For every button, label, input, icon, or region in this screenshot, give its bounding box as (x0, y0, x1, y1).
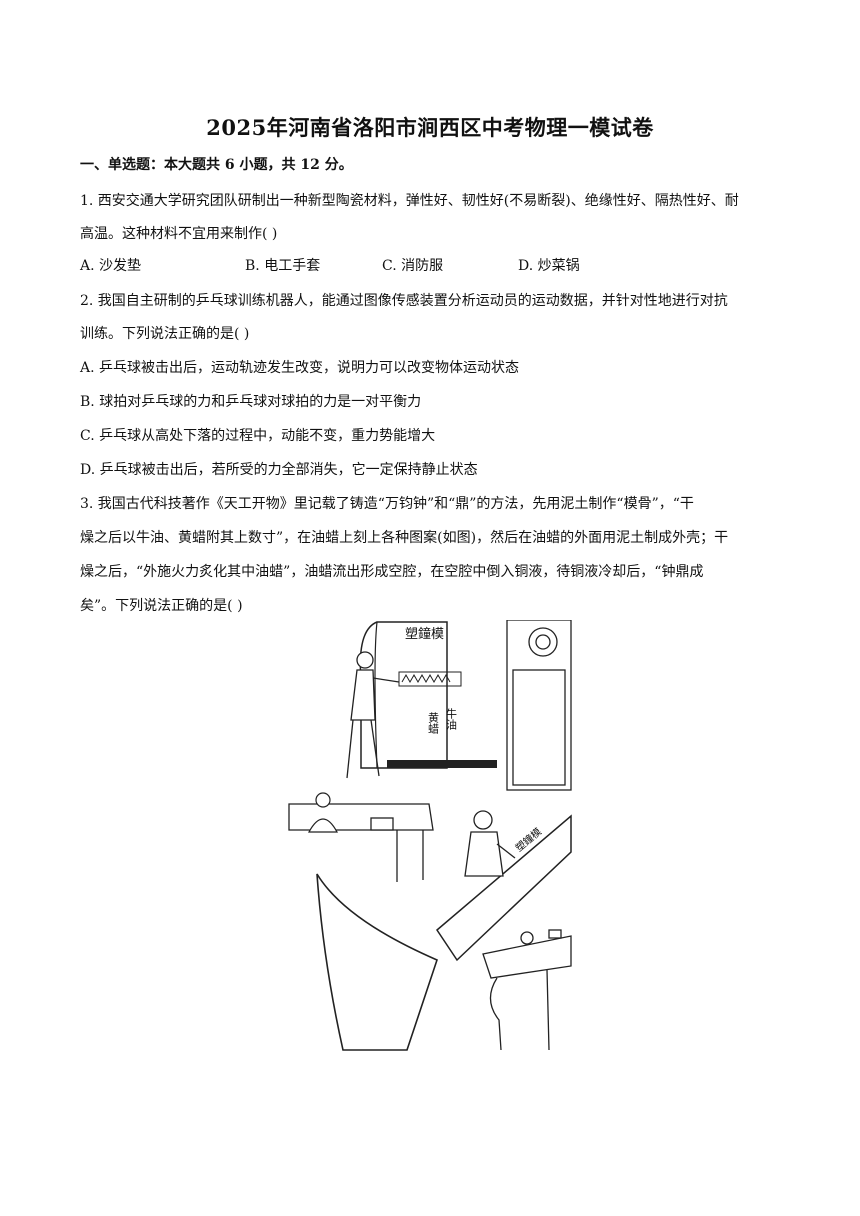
q2-stem-line1: 2. 我国自主研制的乒乓球训练机器人，能通过图像传感装置分析运动员的运动数据，并… (80, 293, 728, 309)
q2-option-a[interactable]: A. 乒乓球被击出后，运动轨迹发生改变，说明力可以改变物体运动状态 (80, 360, 520, 376)
page-title: 2025年河南省洛阳市涧西区中考物理一模试卷 (206, 115, 654, 140)
illustration-svg: 塑鐘模 牛油 黄蜡 (288, 619, 572, 1051)
q2-option-c[interactable]: C. 乒乓球从高处下落的过程中，动能不变，重力势能增大 (80, 428, 436, 444)
q2-stem-line2: 训练。下列说法正确的是( ) (80, 326, 250, 342)
q3-stem-line4: 矣”。下列说法正确的是( ) (80, 598, 243, 614)
seated-figure (307, 792, 339, 833)
architecture-panel (506, 619, 572, 791)
q1-stem-line2: 高温。这种材料不宜用来制作( ) (80, 226, 278, 242)
label-huangla: 黄蜡 (427, 711, 440, 735)
left-table (288, 803, 434, 882)
woodblock-illustration: 塑鐘模 牛油 黄蜡 (287, 619, 573, 1052)
floor-strip (387, 760, 497, 768)
left-slab (316, 873, 438, 1051)
q2-option-b[interactable]: B. 球拍对乒乓球的力和乒乓球对球拍的力是一对平衡力 (80, 394, 422, 410)
carving-worker (464, 810, 516, 877)
meander-band (398, 671, 462, 687)
banner-text: 塑鐘模 (405, 626, 444, 642)
q1-option-c[interactable]: C. 消防服 (382, 258, 444, 274)
standing-worker (346, 651, 400, 779)
q1-option-a[interactable]: A. 沙发垫 (80, 258, 142, 274)
q2-option-d[interactable]: D. 乒乓球被击出后，若所受的力全部消失，它一定保持静止状态 (80, 462, 478, 478)
q3-stem-line2: 燥之后以牛油、黄蜡附其上数寸”，在油蜡上刻上各种图案(如图)，然后在油蜡的外面用… (80, 530, 729, 546)
q3-stem-line3: 燥之后，“外施火力炙化其中油蜡”，油蜡流出形成空腔，在空腔中倒入铜液，待铜液冷却… (80, 564, 704, 580)
section-heading: 一、单选题：本大题共 6 小题，共 12 分。 (80, 157, 353, 173)
q1-option-d[interactable]: D. 炒菜锅 (518, 258, 580, 274)
wax-board (436, 814, 572, 962)
q3-stem-line1: 3. 我国古代科技著作《天工开物》里记载了铸造“万钧钟”和“鼎”的方法，先用泥土… (80, 496, 694, 512)
label-niuyou: 牛油 (445, 707, 458, 730)
right-table (482, 929, 572, 1051)
q1-stem-line1: 1. 西安交通大学研究团队研制出一种新型陶瓷材料，弹性好、韧性好(不易断裂)、绝… (80, 193, 739, 209)
q1-option-b[interactable]: B. 电工手套 (245, 258, 321, 274)
